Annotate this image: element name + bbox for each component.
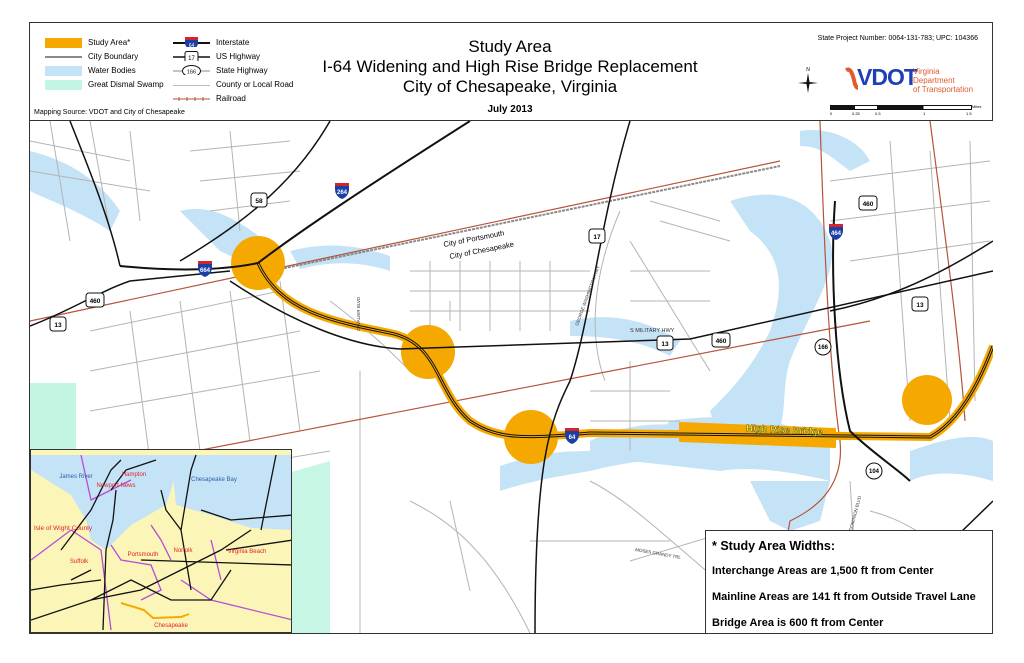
study-area-swatch [45,38,82,48]
interstate-shield-icon: 64 [173,37,210,47]
svg-text:264: 264 [337,190,348,196]
svg-text:460: 460 [716,338,727,345]
state-shield-166: 166 [814,338,832,356]
note-line: Mainline Areas are 141 ft from Outside T… [712,591,976,603]
inset-study-area [120,602,190,620]
title-line-2: I-64 Widening and High Rise Bridge Repla… [322,57,698,76]
us-shield-460: 460 [711,332,731,348]
state-shield-104: 104 [865,462,883,480]
scale-tick: 0.5 [875,111,881,116]
svg-text:64: 64 [569,435,576,441]
note-line: Bridge Area is 600 ft from Center [712,617,884,629]
us-shield-17: 17 [588,228,606,244]
study-area-i464-interchange [902,375,952,425]
inset-label-portsmouth: Portsmouth [128,552,159,558]
interstate-shields: 264 664 64 464 [198,183,843,444]
inset-water [31,455,181,550]
us-shield-460: 460 [85,292,105,308]
svg-text:664: 664 [200,268,211,274]
legend-label: Great Dismal Swamp [88,80,164,89]
us-shield-13: 13 [656,335,674,351]
interstate-shield-264: 264 [335,183,349,199]
legend-label: Interstate [216,38,250,47]
interstate-shield-464: 464 [829,224,843,240]
legend-label: County or Local Road [216,80,294,89]
svg-text:13: 13 [54,322,62,329]
state-highway-shield-icon: 166 [173,65,210,75]
inset-label-newport-news: Newport News [96,483,135,489]
inset-label-virginia-beach: Virginia Beach [228,549,267,555]
city-boundary-swatch [45,56,82,58]
legend-label: City Boundary [88,52,139,61]
scale-unit: Miles [972,104,982,109]
interstate-shield-64: 64 [565,428,579,444]
scale-tick: 1.5 [966,111,972,116]
svg-text:166: 166 [818,345,829,351]
title-line-1: Study Area [468,37,552,56]
inset-map: James River Chesapeake Bay Hampton Newpo… [30,449,292,633]
us-shield-460: 460 [858,195,878,211]
svg-text:460: 460 [90,298,101,305]
label-high-rise-bridge: High Rise Bridge [746,423,823,438]
interstate-shield-664: 664 [198,261,212,277]
map-header: Study Area* City Boundary Water Bodies G… [30,23,992,121]
vdot-swoosh-icon [845,67,859,90]
state-highway-shields: 166 104 [814,338,883,480]
scale-tick: 0.25 [852,111,860,116]
us-shield-13: 13 [911,296,929,312]
svg-text:N: N [806,67,810,73]
inset-label-suffolk: Suffolk [70,559,89,565]
svg-text:17: 17 [593,234,601,241]
note-heading: * Study Area Widths: [712,539,836,553]
svg-text:58: 58 [255,198,263,205]
vdot-wordmark: VDOT [857,64,918,90]
svg-text:464: 464 [831,231,842,237]
inset-water [171,455,291,530]
svg-text:166: 166 [187,70,196,76]
scale-bar: 0 0.25 0.5 1 1.5 Miles [830,104,981,117]
swamp-swatch [45,80,82,90]
great-dismal-swamp [30,383,76,453]
note-line: Interchange Areas are 1,500 ft from Cent… [712,565,934,577]
city-boundary [279,165,781,270]
study-area-widths-note: * Study Area Widths: Interchange Areas a… [705,530,993,634]
map-date: July 2013 [487,104,533,115]
inset-roads [31,454,291,631]
svg-text:460: 460 [863,201,874,208]
map-title: Study Area I-64 Widening and High Rise B… [310,37,710,119]
inset-label-chesapeake: Chesapeake [154,623,188,629]
svg-text:104: 104 [869,469,880,475]
legend-label: State Highway [216,66,268,75]
legend-label: Water Bodies [88,66,136,75]
inset-label-chesapeake-bay: Chesapeake Bay [191,477,237,483]
legend-label: US Highway [216,52,261,61]
inset-label-isle-of-wight: Isle of Wight County [34,525,93,532]
scale-tick: 0 [830,111,833,116]
scale-tick: 1 [923,111,926,116]
legend-label: Railroad [216,94,246,103]
inset-label-norfolk: Norfolk [173,548,193,554]
inset-label-james-river: James River [59,474,92,480]
us-shield-13: 13 [49,316,67,332]
us-shield-58: 58 [250,192,268,208]
label-s-military-hwy: S MILITARY HWY [630,328,675,334]
title-line-3: City of Chesapeake, Virginia [402,77,618,96]
svg-text:17: 17 [188,56,195,61]
railroad-swatch [173,97,210,101]
inset-label-hampton: Hampton [122,472,146,478]
svg-text:64: 64 [189,43,195,47]
svg-text:13: 13 [661,341,669,348]
project-number: State Project Number: 0064-131-783; UPC:… [817,35,978,42]
local-road-swatch [173,85,210,86]
north-arrow-icon: N [798,67,818,93]
water-swatch [45,66,82,76]
svg-text:13: 13 [916,302,924,309]
mapping-source: Mapping Source: VDOT and City of Chesape… [34,109,185,116]
us-highway-shields: 58 17 13 460 460 13 460 13 [49,192,929,351]
us-highway-shield-icon: 17 [173,51,210,61]
label-cavalier-blvd: CAVALIER BLVD [356,296,361,331]
legend-label: Study Area* [88,38,131,47]
